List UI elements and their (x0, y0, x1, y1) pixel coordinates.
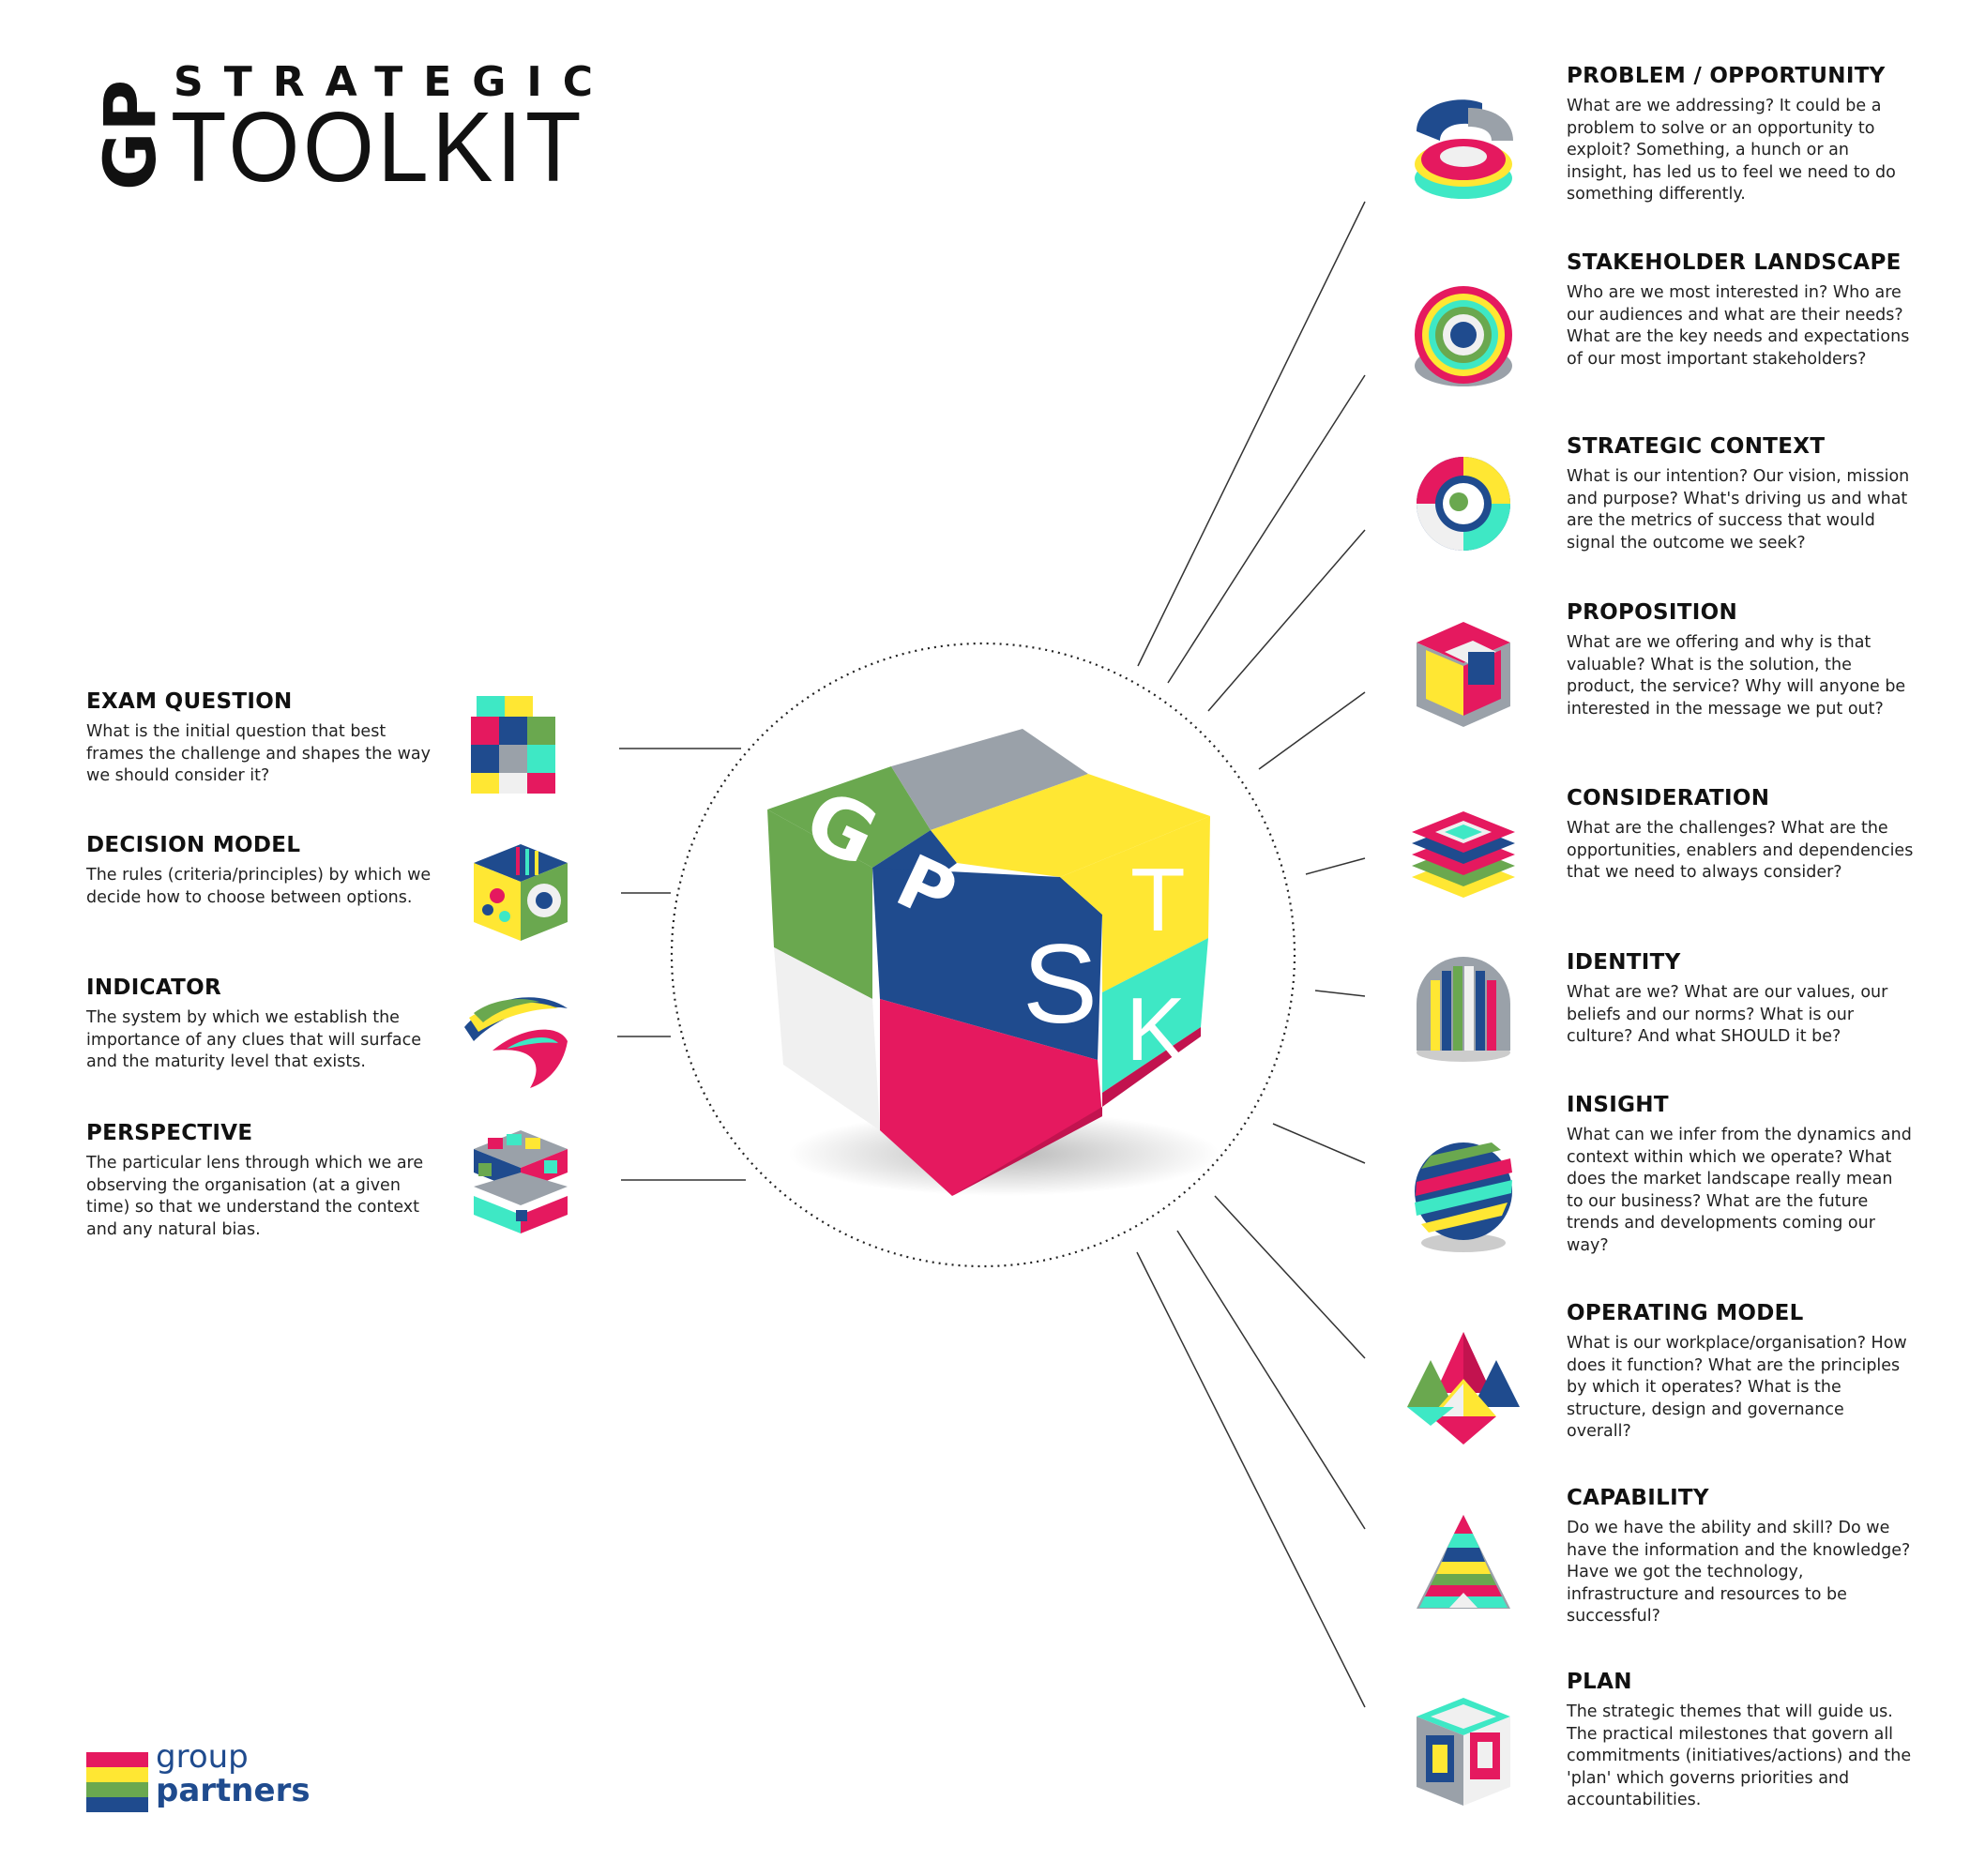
section-title: STAKEHOLDER LANDSCAPE (1567, 250, 1902, 275)
section-title: EXAM QUESTION (86, 689, 293, 714)
swoosh-icon (464, 997, 568, 1088)
perspective-cube-icon (474, 1130, 568, 1233)
section-text: The rules (criteria/principles) by which… (86, 866, 432, 907)
cube-right-yellow (1060, 816, 1210, 992)
section-text: What is the initial question that best f… (86, 722, 431, 785)
layered-squares-icon (1412, 811, 1515, 898)
section-text: The particular lens through which we are… (86, 1154, 424, 1239)
section-text: Do we have the ability and skill? Do we … (1567, 1519, 1911, 1626)
section-identity: IDENTITY What are we? What are our value… (1567, 950, 1914, 1049)
section-title: PLAN (1567, 1670, 1632, 1694)
section-text: What is our workplace/organisation? How … (1567, 1334, 1907, 1441)
cube-front-blue (872, 868, 1102, 1060)
cube-top-grey (891, 729, 1088, 830)
brand-flag-icon (86, 1752, 148, 1812)
cube-letter-k: K (1126, 979, 1186, 1080)
cube-top-green (767, 766, 931, 868)
section-title: INSIGHT (1567, 1093, 1669, 1117)
gpstk-cube: G P S T K (767, 729, 1220, 1196)
section-decision-model: DECISION MODEL The rules (criteria/princ… (86, 833, 433, 909)
connector-strategic-context (1207, 529, 1366, 712)
logo-gp: GP (88, 80, 172, 190)
logo-strategic: STRATEGIC (174, 58, 614, 106)
section-text: What is our intention? Our vision, missi… (1567, 467, 1910, 552)
section-operating-model: OPERATING MODEL What is our workplace/or… (1567, 1301, 1914, 1444)
brand-group: group (156, 1738, 249, 1776)
section-text: What can we infer from the dynamics and … (1567, 1126, 1912, 1255)
cube-front-pink (880, 999, 1102, 1196)
concentric-rings-icon (1415, 286, 1512, 386)
section-text: The strategic themes that will guide us.… (1567, 1702, 1912, 1809)
section-perspective: PERSPECTIVE The particular lens through … (86, 1121, 433, 1241)
section-title: CAPABILITY (1567, 1486, 1709, 1510)
section-title: PROPOSITION (1567, 600, 1737, 625)
cube-blocks-icon (471, 696, 555, 794)
section-text: The system by which we establish the imp… (86, 1008, 421, 1071)
connector-identity (1314, 990, 1366, 997)
connector-proposition (1258, 691, 1366, 770)
pyramids-icon (1407, 1332, 1520, 1445)
connector-capability (1176, 1230, 1366, 1530)
layered-pyramid-icon (1417, 1515, 1510, 1609)
section-title: INDICATOR (86, 976, 222, 1000)
section-consideration: CONSIDERATION What are the challenges? W… (1567, 786, 1914, 885)
striped-sphere-icon (1415, 1142, 1512, 1252)
section-text: What are we offering and why is that val… (1567, 633, 1906, 719)
section-text: What are we addressing? It could be a pr… (1567, 97, 1896, 204)
connector-problem (1137, 201, 1366, 667)
stacked-rings-icon (1415, 99, 1513, 199)
connector-insight (1272, 1123, 1366, 1164)
connector-consideration (1305, 857, 1366, 875)
cube-top-yellow (931, 774, 1210, 877)
logo-toolkit: TOOLKIT (171, 92, 585, 203)
cube-bottom-pink (952, 1027, 1201, 1196)
section-problem-opportunity: PROBLEM / OPPORTUNITY What are we addres… (1567, 64, 1914, 206)
connector-stakeholder (1167, 374, 1366, 684)
section-title: DECISION MODEL (86, 833, 301, 857)
section-title: CONSIDERATION (1567, 786, 1770, 810)
section-text: What are the challenges? What are the op… (1567, 819, 1914, 882)
section-strategic-context: STRATEGIC CONTEXT What is our intention?… (1567, 434, 1914, 554)
section-indicator: INDICATOR The system by which we establi… (86, 976, 433, 1074)
section-title: STRATEGIC CONTEXT (1567, 434, 1826, 459)
connector-operating-model (1214, 1195, 1366, 1359)
gp-vertical-logo: GP (88, 80, 172, 190)
section-proposition: PROPOSITION What are we offering and why… (1567, 600, 1914, 720)
cube-left-white (774, 947, 880, 1130)
cube-left-green (767, 809, 872, 999)
section-exam-question: EXAM QUESTION What is the initial questi… (86, 689, 433, 788)
section-title: IDENTITY (1567, 950, 1681, 975)
nested-cube-icon (1417, 622, 1510, 727)
frame-cube-icon (1417, 1698, 1510, 1806)
section-title: PROBLEM / OPPORTUNITY (1567, 64, 1886, 88)
striped-arch-icon (1417, 957, 1510, 1062)
swirl-icon (1417, 457, 1510, 551)
section-title: OPERATING MODEL (1567, 1301, 1804, 1325)
cube-letter-t: T (1130, 850, 1186, 950)
section-text: What are we? What are our values, our be… (1567, 983, 1888, 1046)
brand-partners: partners (156, 1772, 311, 1809)
cube-letter-s: S (1023, 921, 1098, 1047)
decision-cube-icon (474, 844, 568, 941)
dotted-circle (670, 642, 1296, 1268)
section-capability: CAPABILITY Do we have the ability and sk… (1567, 1486, 1914, 1628)
section-plan: PLAN The strategic themes that will guid… (1567, 1670, 1914, 1812)
section-insight: INSIGHT What can we infer from the dynam… (1567, 1093, 1914, 1257)
connector-plan (1136, 1251, 1366, 1708)
section-title: PERSPECTIVE (86, 1121, 253, 1145)
section-stakeholder-landscape: STAKEHOLDER LANDSCAPE Who are we most in… (1567, 250, 1914, 371)
cube-right-teal (1102, 938, 1208, 1093)
section-text: Who are we most interested in? Who are o… (1567, 283, 1910, 369)
